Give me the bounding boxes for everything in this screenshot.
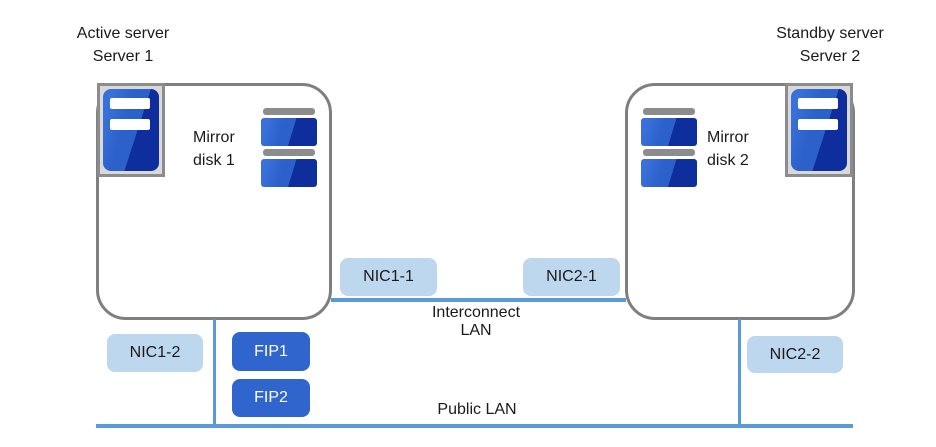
active-server-title-line1: Active server	[76, 25, 170, 42]
mirror-disk2-label-line1: Mirror	[707, 129, 749, 146]
public-lan-line	[96, 424, 853, 428]
server2-icon-body	[791, 89, 847, 171]
mirror-disk1-label: Mirror disk 1	[193, 126, 257, 172]
server2-public-lan-connector	[738, 319, 741, 426]
server2-icon-bay1	[798, 98, 838, 109]
disk-platter	[261, 159, 317, 187]
server1-icon-bay2	[110, 119, 150, 130]
interconnect-lan-label-line1: Interconnect	[431, 304, 521, 321]
badge-nic1-1: NIC1-1	[340, 258, 437, 296]
mirror-disk2-label-line2: disk 2	[707, 152, 749, 169]
disk-cap	[263, 149, 315, 156]
badge-fip1: FIP1	[232, 332, 310, 371]
badge-nic2-2: NIC2-2	[747, 336, 843, 373]
badge-fip2: FIP2	[232, 379, 310, 417]
disk-platter	[641, 159, 697, 187]
standby-server-title-line1: Standby server	[776, 25, 884, 42]
mirror-disk1-label-line2: disk 1	[193, 152, 235, 169]
mirror-disk2-label: Mirror disk 2	[707, 126, 771, 172]
disk-platter	[261, 118, 317, 146]
disk-cap	[643, 108, 695, 115]
mirror-disk1-label-line1: Mirror	[193, 129, 235, 146]
server2-icon-bay2	[798, 119, 838, 130]
server1-icon	[97, 83, 165, 177]
mirror-disk2-icon	[641, 108, 697, 190]
badge-nic2-1: NIC2-1	[523, 258, 620, 296]
server1-icon-body	[103, 89, 159, 171]
badge-nic1-2: NIC1-2	[107, 334, 203, 372]
server1-public-lan-connector	[213, 319, 216, 426]
public-lan-label: Public LAN	[437, 401, 517, 418]
server2-icon	[785, 83, 853, 177]
disk-platter	[641, 118, 697, 146]
mirror-disk1-icon	[261, 108, 317, 190]
server1-icon-bay1	[110, 98, 150, 109]
active-server-title-line2: Server 1	[92, 48, 154, 65]
interconnect-lan-label-line2: LAN	[460, 322, 492, 339]
disk-cap	[643, 149, 695, 156]
interconnect-lan-line	[331, 298, 626, 302]
standby-server-title-line2: Server 2	[799, 48, 861, 65]
disk-cap	[263, 108, 315, 115]
